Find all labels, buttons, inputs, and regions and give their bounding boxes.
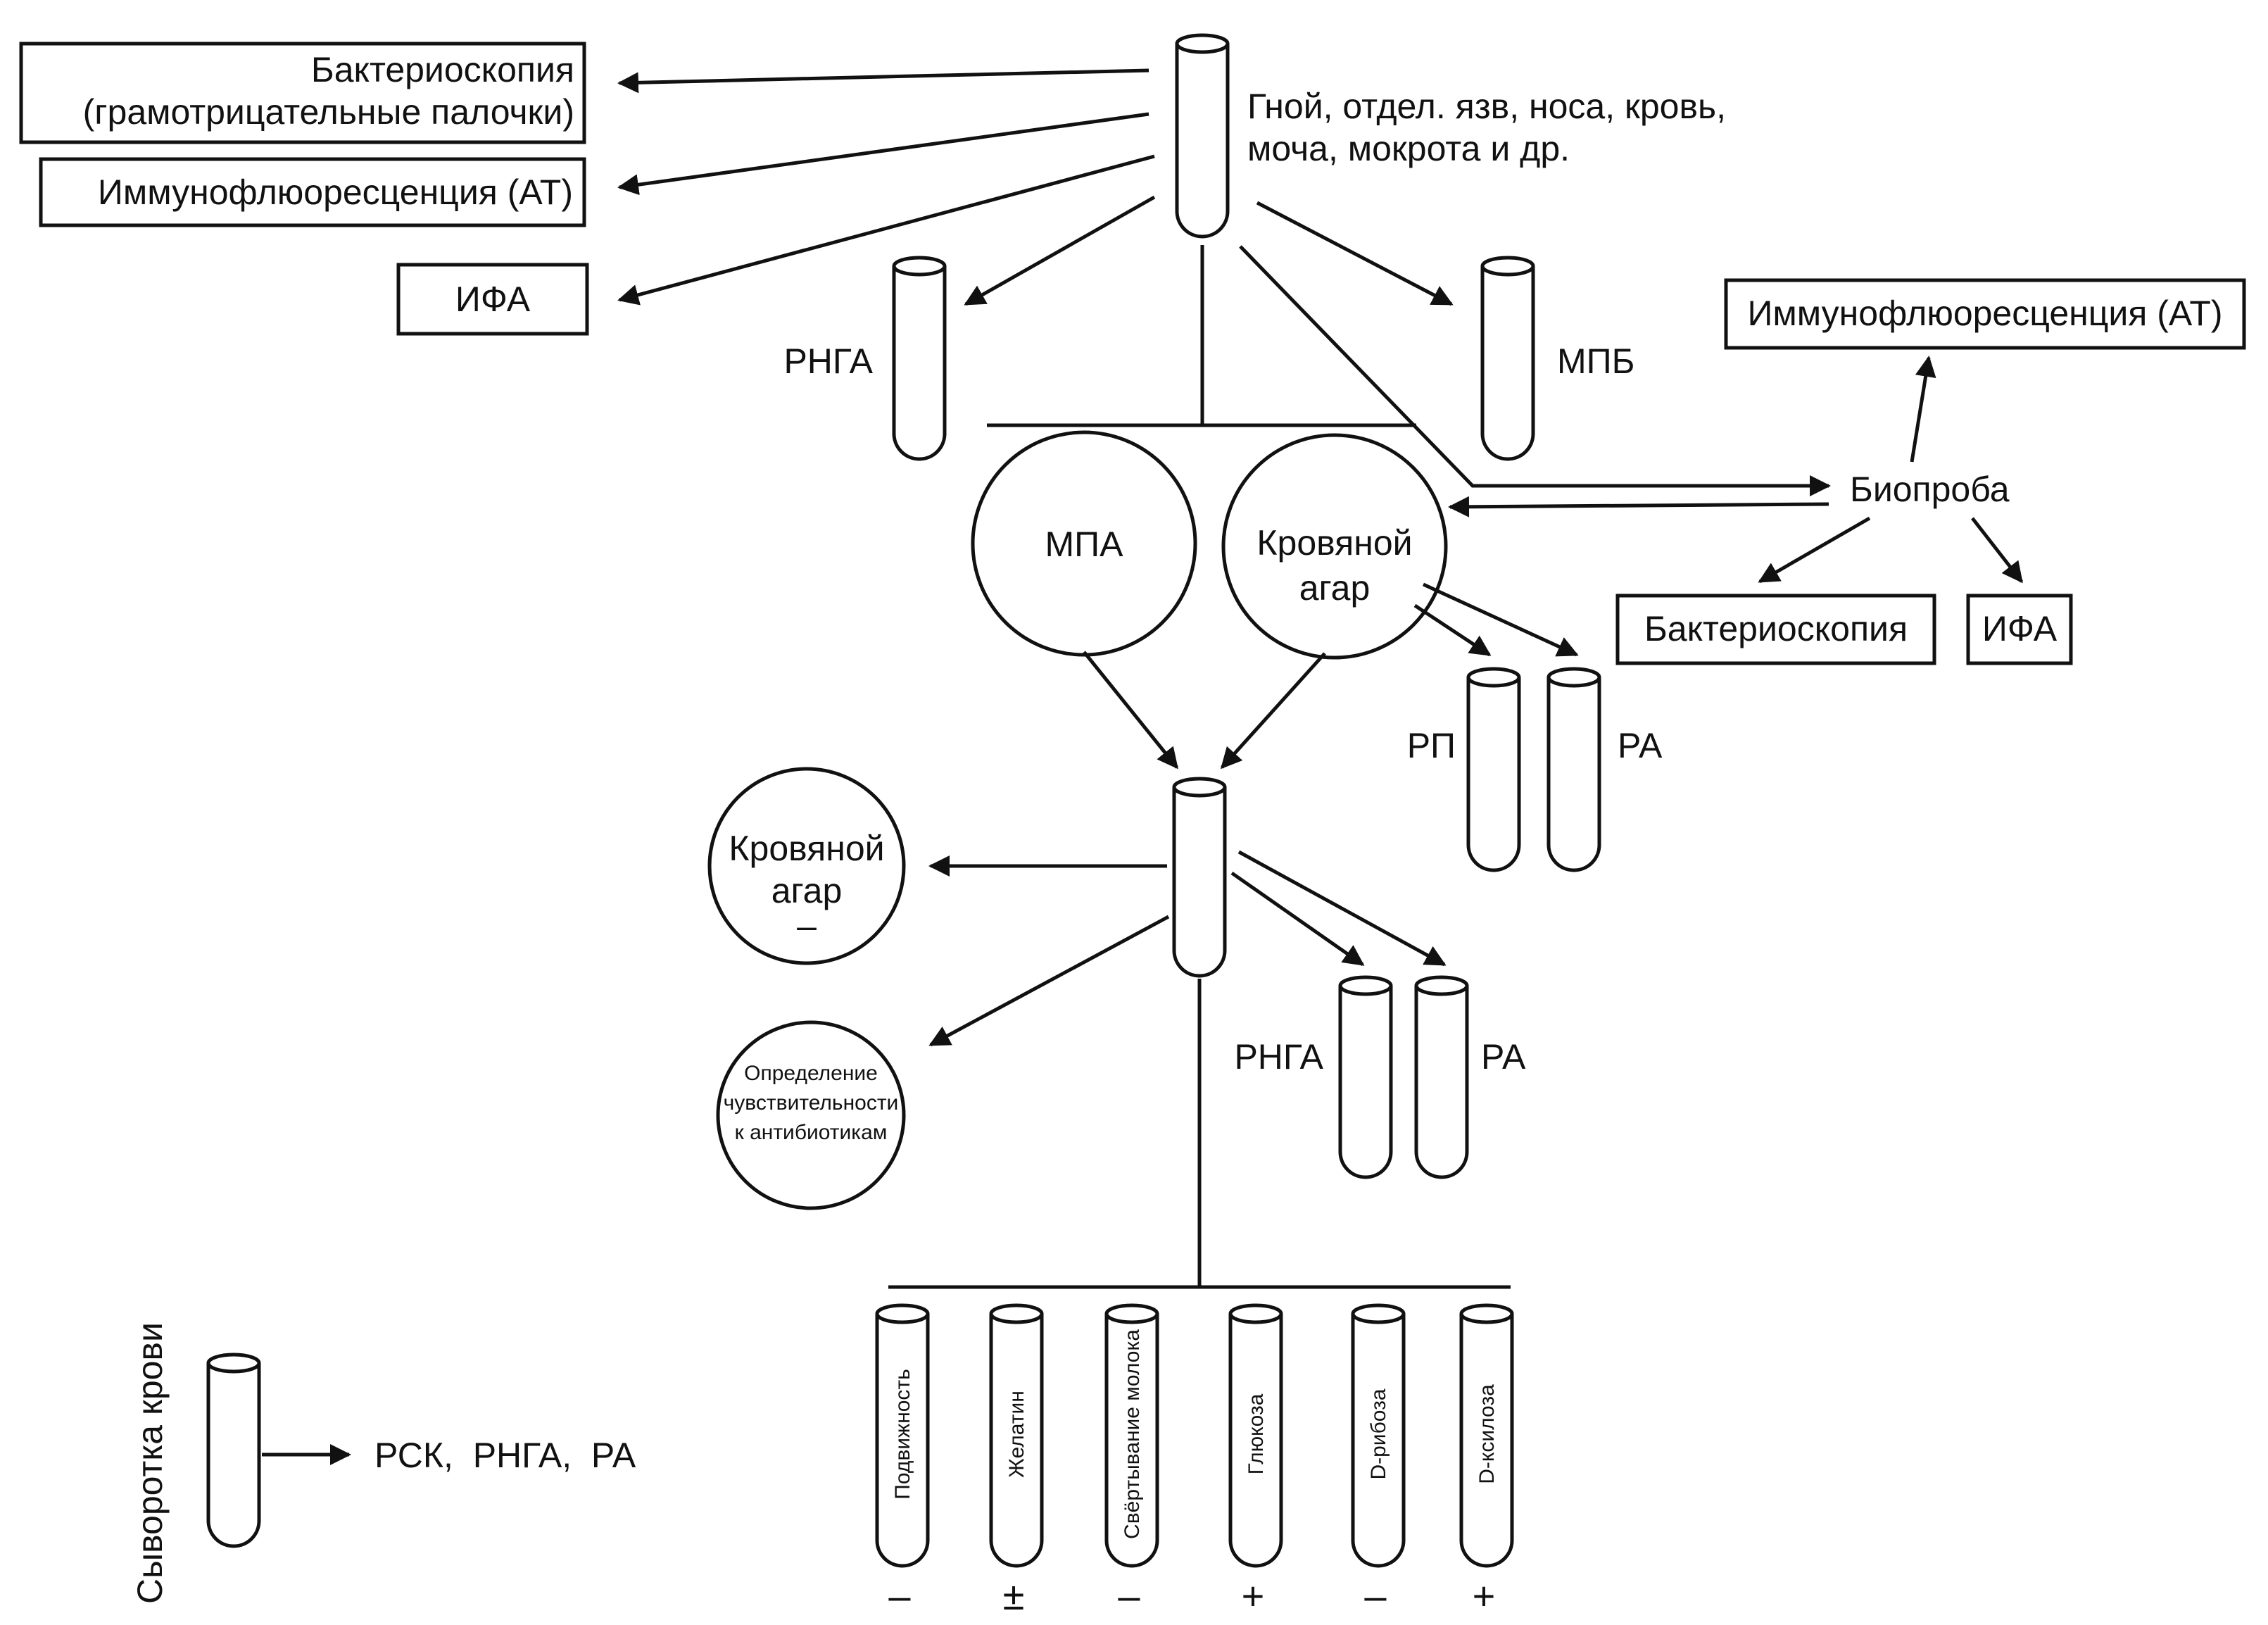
rp-tube	[1466, 667, 1521, 872]
biochemical-tests: Подвижность – Желатин ± Свёртывание молока – Г…	[875, 1303, 1514, 1618]
biochem-tube	[1104, 1303, 1159, 1568]
arrow-bioprobe-to-immunofluorescence	[1910, 356, 1936, 463]
arrow-source-to-bioprobe	[1239, 245, 1831, 496]
arrow-to-ra-blood-agar	[1422, 582, 1579, 657]
bioprobe-bacterioscopy-label: Бактериоскопия	[1644, 609, 1908, 648]
serum-tube	[206, 1353, 261, 1548]
arrow-bioprobe-to-blood-agar	[1448, 496, 1829, 517]
biochem-tube-label: D-ксилоза	[1475, 1384, 1499, 1484]
biochem-result-sign: –	[1118, 1574, 1140, 1618]
biochem-result-sign: –	[1364, 1574, 1387, 1618]
culture-blood-agar-label-line2: агар	[771, 871, 843, 910]
arrow-to-culture-ra	[1237, 850, 1447, 967]
culture-blood-agar-plate	[707, 767, 906, 965]
culture-ra-tube	[1414, 975, 1469, 1179]
culture-blood-agar-sign: –	[797, 906, 817, 946]
culture-ra-label: РА	[1481, 1037, 1526, 1077]
serum-label: Сыворотка крови	[130, 1322, 170, 1604]
arrow-mpa-to-culture	[1083, 651, 1178, 770]
biochem-tube	[1459, 1303, 1514, 1568]
biochem-tube	[875, 1303, 930, 1568]
biochem-tube-label: Подвижность	[891, 1369, 914, 1499]
sensitivity-label-line2: чувствительности	[724, 1091, 899, 1115]
rnga-tube-top	[892, 256, 947, 461]
sensitivity-label-line1: Определение	[744, 1062, 878, 1085]
bioprobe-ifa-box	[1966, 594, 2073, 665]
mpa-label: МПА	[1045, 525, 1124, 564]
biochem-tube	[1228, 1303, 1283, 1568]
arrow-bioprobe-to-ifa	[1971, 517, 2023, 584]
culture-blood-agar-label-line1: Кровяной	[729, 829, 884, 868]
mpb-label: МПБ	[1557, 341, 1634, 381]
culture-rnga-label: РНГА	[1234, 1037, 1323, 1077]
biochem-tube-label: Глюкоза	[1245, 1393, 1268, 1474]
pure-culture-tube	[1172, 777, 1227, 978]
rp-label: РП	[1407, 726, 1456, 765]
ra-label-blood-agar: РА	[1618, 726, 1663, 765]
biochem-result-sign: –	[888, 1574, 911, 1618]
ra-tube-blood-agar	[1546, 667, 1601, 872]
immunofluorescence-label: Иммунофлюоресценция (АТ)	[98, 172, 573, 212]
arrow-to-antibiotic-sensitivity	[928, 915, 1170, 1047]
biochem-tube	[989, 1303, 1044, 1568]
arrow-to-rp	[1413, 603, 1492, 657]
biochem-result-sign: +	[1473, 1574, 1496, 1618]
bacterioscopy-label: Бактериоскопия	[311, 50, 574, 89]
bioprobe-immunofluorescence-label: Иммунофлюоресценция (АТ)	[1747, 294, 2222, 333]
ifa-label: ИФА	[455, 280, 531, 319]
arrow-to-immunofluorescence	[617, 112, 1149, 196]
antibiotic-sensitivity-plate	[716, 1020, 906, 1210]
arrow-bioprobe-to-bacterioscopy	[1758, 516, 1871, 584]
biochem-result-sign: +	[1242, 1574, 1265, 1618]
arrow-to-bacterioscopy	[617, 68, 1149, 94]
arrow-to-rnga-top	[964, 195, 1156, 306]
bioprobe-bacterioscopy-box	[1615, 594, 1936, 665]
sensitivity-label-line3: к антибиотикам	[735, 1121, 888, 1144]
bioprobe-ifa-label: ИФА	[1982, 609, 2058, 648]
rnga-top-label: РНГА	[783, 341, 873, 381]
source-material-text-line1: Гной, отдел. язв, носа, кровь,	[1247, 87, 1726, 126]
blood-agar-label-line1: Кровяной	[1256, 523, 1412, 563]
immunofluorescence-box	[39, 157, 586, 227]
biochem-tube-label: D-рибоза	[1367, 1388, 1390, 1479]
biochem-result-sign: ±	[1003, 1574, 1025, 1618]
gram-negative-rods-label: (грамотрицательные палочки)	[83, 92, 574, 132]
source-tube	[1175, 33, 1230, 239]
arrow-blood-agar-to-culture	[1220, 652, 1326, 770]
ifa-box	[396, 263, 589, 336]
arrow-to-mpb	[1256, 201, 1454, 306]
serum-tests-label: РСК, РНГА, РА	[374, 1436, 636, 1475]
biochem-tube-label: Свёртывание молока	[1121, 1329, 1144, 1539]
blood-agar-plate	[1221, 433, 1448, 660]
blood-agar-label-line2: агар	[1299, 568, 1371, 608]
bioprobe-label: Биопроба	[1850, 470, 2010, 509]
mpa-plate	[971, 430, 1197, 657]
mpb-tube	[1480, 256, 1535, 461]
arrow-to-culture-rnga	[1230, 871, 1365, 967]
biochem-tube	[1351, 1303, 1406, 1568]
arrow-to-ifa	[617, 154, 1155, 306]
bioprobe-immunofluorescence-box	[1724, 278, 2246, 350]
bacterioscopy-box	[19, 42, 586, 144]
source-material-text-line2: моча, мокрота и др.	[1247, 129, 1570, 168]
culture-rnga-tube	[1338, 975, 1393, 1179]
biochem-tube-label: Желатин	[1005, 1391, 1028, 1478]
